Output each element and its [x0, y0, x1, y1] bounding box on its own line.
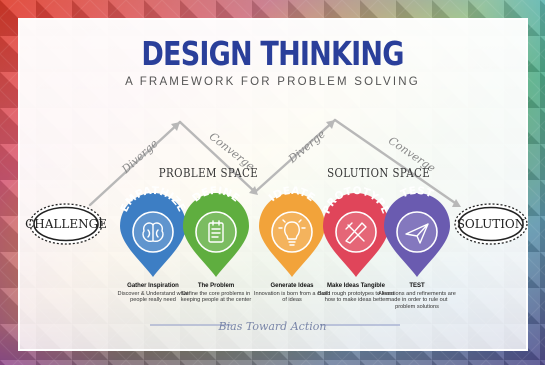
diverge-line-1 [88, 120, 182, 207]
pin-shape [323, 193, 389, 277]
caption-text: Discover & Understand what people really… [117, 290, 189, 304]
arrow-head-2 [249, 186, 258, 195]
arrow-head-4 [452, 199, 461, 207]
challenge-oval: CHALLENGE [25, 203, 107, 245]
converge-line-2 [333, 118, 460, 207]
solution-text: SOLUTION [457, 217, 526, 231]
caption-text: Define the core problems in keeping peop… [180, 290, 252, 304]
paper-plane-icon [405, 223, 429, 244]
caption-text: Alterations and refinements are made in … [378, 290, 456, 310]
stage-pin-test: TEST [384, 185, 450, 277]
bias-toward-action-label: Bias Toward Action [218, 320, 327, 333]
caption-text: Innovation is born from a clash of ideas [253, 290, 331, 304]
page-title: DESIGN THINKING [141, 34, 404, 73]
brain-icon [142, 222, 164, 243]
challenge-text: CHALLENGE [25, 217, 107, 231]
caption-title: Make Ideas Tangible [327, 283, 385, 289]
pin-shape [183, 193, 249, 277]
caption-text: Build rough prototypes to learn how to m… [317, 290, 395, 304]
pin-shape [259, 193, 325, 277]
converge-line-1 [178, 120, 257, 194]
page-subtitle: A FRAMEWORK FOR PROBLEM SOLVING [125, 76, 420, 88]
stage-pin-define: DEFINE [183, 185, 249, 277]
caption-title: Gather Inspiration [127, 283, 179, 289]
notepad-icon [208, 220, 224, 243]
solution-oval: SOLUTION [454, 203, 528, 245]
solution-space-label: SOLUTION SPACE [327, 166, 431, 180]
caption-title: The Problem [197, 283, 235, 289]
pin-title: DEFINE [190, 185, 242, 205]
pin-title: IDEATE [267, 185, 318, 204]
tools-icon [345, 222, 367, 244]
white-panel [18, 18, 528, 351]
arrow-head-3 [326, 120, 335, 129]
arrow-head-1 [171, 122, 180, 131]
stage-pin-ideate: IDEATE [259, 185, 325, 277]
lightbulb-icon [278, 219, 306, 246]
stage-pin-prototype: PROTOTYPE [320, 185, 391, 277]
diverge-line-2 [253, 118, 337, 194]
caption-title: TEST [409, 283, 425, 289]
caption-title: Generate Ideas [270, 283, 314, 289]
stage-pin-empathize: EMPATHIZE [118, 185, 187, 277]
problem-space-label: PROBLEM SPACE [158, 166, 259, 180]
